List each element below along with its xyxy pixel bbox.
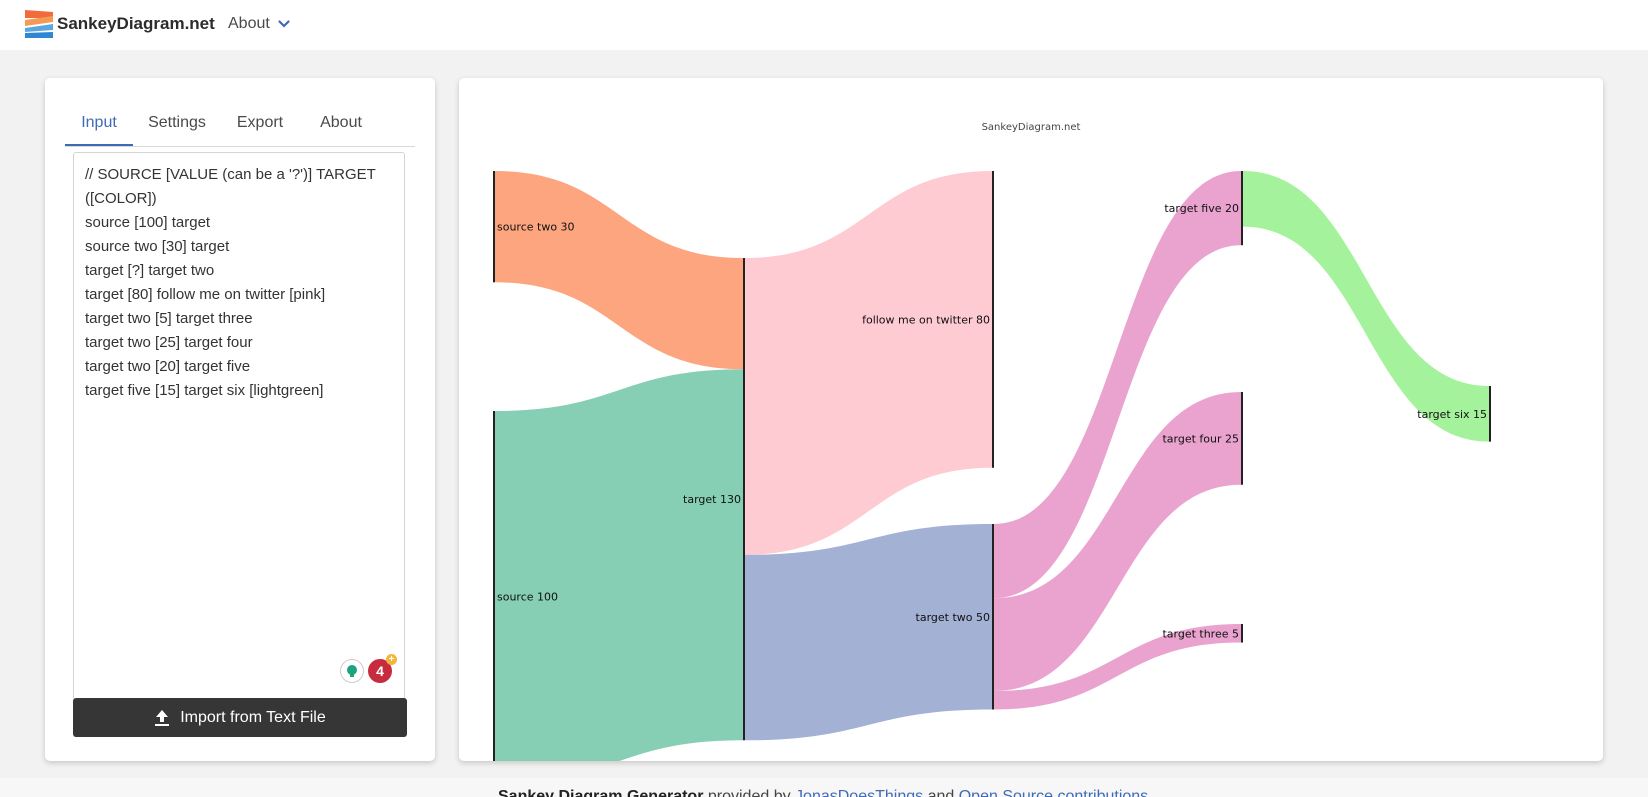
- brand-title[interactable]: SankeyDiagram.net: [57, 14, 215, 33]
- sankey-node[interactable]: [992, 171, 994, 468]
- chevron-down-icon: [278, 20, 290, 28]
- footer-provided-by: provided by: [707, 788, 791, 797]
- footer-author-link[interactable]: JonasDoesThings: [795, 788, 924, 797]
- footer-app-name: Sankey Diagram Generator: [498, 788, 704, 797]
- sankey-logo-icon[interactable]: [25, 10, 53, 38]
- top-navbar: SankeyDiagram.net About: [0, 0, 1648, 50]
- code-line: source two [30] target: [85, 238, 230, 255]
- sankey-node[interactable]: [493, 411, 495, 761]
- sankey-node-label: target five 20: [1164, 202, 1239, 215]
- grammar-issues-badge[interactable]: 4 +: [368, 654, 397, 683]
- footer-contrib-link[interactable]: Open Source contributions: [958, 788, 1149, 797]
- import-file-button[interactable]: Import from Text File: [73, 698, 407, 737]
- sankey-node-label: target four 25: [1162, 432, 1239, 445]
- sankey-node[interactable]: [493, 171, 495, 283]
- code-line: source [100] target: [85, 214, 211, 231]
- nav-about-dropdown[interactable]: About: [228, 15, 290, 33]
- sankey-node[interactable]: [1241, 171, 1243, 246]
- sankey-node[interactable]: [1241, 624, 1243, 643]
- sankey-node-label: follow me on twitter 80: [862, 313, 990, 326]
- sankey-node[interactable]: [1489, 386, 1491, 442]
- sankey-links: [495, 171, 1489, 761]
- footer-and: and: [927, 788, 955, 797]
- code-line: target two [5] target three: [85, 310, 253, 327]
- input-panel: Input Settings Export About // SOURCE [V…: [45, 78, 435, 761]
- sankey-link[interactable]: [495, 171, 743, 370]
- sankey-node-label: target three 5: [1162, 627, 1239, 640]
- chart-title: SankeyDiagram.net: [982, 122, 1081, 133]
- sankey-node-label: target six 15: [1417, 408, 1487, 421]
- upload-icon: [155, 709, 170, 726]
- code-line: target two [25] target four: [85, 334, 253, 351]
- sankey-input-textarea[interactable]: // SOURCE [VALUE (can be a '?')] TARGET …: [73, 152, 405, 700]
- sankey-node-label: source two 30: [497, 221, 575, 234]
- sankey-link[interactable]: [994, 171, 1241, 599]
- sankey-node[interactable]: [992, 524, 994, 710]
- sankey-node[interactable]: [743, 258, 745, 741]
- sankey-link[interactable]: [994, 392, 1241, 691]
- sankey-link[interactable]: [1243, 171, 1489, 442]
- footer-text: Sankey Diagram Generator provided by Jon…: [498, 788, 1148, 797]
- footer: Sankey Diagram Generator provided by Jon…: [0, 778, 1648, 797]
- code-line: // SOURCE [VALUE (can be a '?')] TARGET …: [85, 166, 380, 207]
- sankey-node-label: target 130: [683, 493, 741, 506]
- tab-export[interactable]: Export: [236, 114, 284, 131]
- sankey-link[interactable]: [994, 624, 1241, 710]
- sankey-chart[interactable]: SankeyDiagram.net source two 30 source 10…: [459, 78, 1603, 761]
- code-line: target [?] target two: [85, 262, 215, 279]
- bulb-icon: [347, 665, 357, 677]
- issue-count: 4: [376, 663, 384, 679]
- import-button-label: Import from Text File: [180, 708, 326, 726]
- chart-panel: SankeyDiagram.net source two 30 source 10…: [459, 78, 1603, 761]
- tab-about[interactable]: About: [320, 114, 362, 131]
- sankey-link[interactable]: [745, 524, 992, 741]
- code-line: target five [15] target six [lightgreen]: [85, 382, 324, 399]
- tab-bar: Input Settings Export About: [65, 108, 415, 147]
- code-line: target two [20] target five: [85, 358, 251, 375]
- sankey-link[interactable]: [745, 171, 992, 555]
- sankey-node-label: source 100: [497, 591, 558, 604]
- sankey-node[interactable]: [1241, 392, 1243, 485]
- sankey-node-label: target two 50: [916, 611, 990, 624]
- extension-icons: 4 +: [340, 654, 397, 683]
- nav-about-label: About: [228, 15, 270, 32]
- tab-input[interactable]: Input: [65, 108, 133, 146]
- plus-icon: +: [386, 654, 397, 665]
- code-line: target [80] follow me on twitter [pink]: [85, 286, 326, 303]
- grammar-extension-icon[interactable]: [340, 659, 364, 683]
- tab-settings[interactable]: Settings: [148, 114, 206, 131]
- sankey-link[interactable]: [495, 369, 743, 761]
